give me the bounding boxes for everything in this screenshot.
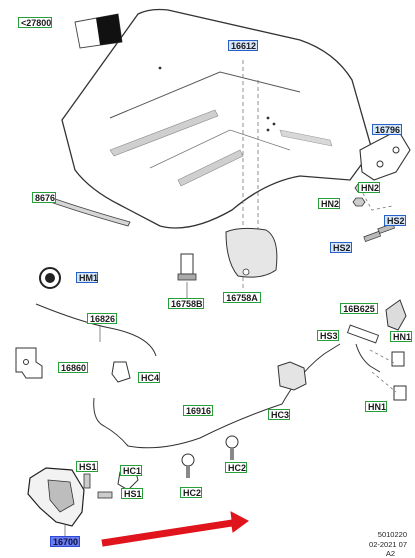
bolt-hs1 — [83, 473, 91, 489]
hinge-bolt — [392, 146, 400, 154]
red-arrow — [101, 511, 249, 547]
latch-mechanism — [47, 479, 75, 513]
label-hn1-a: HN1 — [390, 331, 412, 342]
label-16700: 16700 — [50, 536, 80, 547]
clip-hc2-stem — [186, 466, 190, 478]
label-hn1-b: HN1 — [365, 401, 387, 412]
weatherstrip — [35, 192, 131, 227]
leader-dashed — [371, 371, 397, 393]
hood-shading-strip-2 — [177, 149, 244, 187]
label-hs1-b: HS1 — [121, 488, 143, 499]
label-hc4: HC4 — [138, 372, 160, 383]
label-hc1: HC1 — [120, 465, 142, 476]
release-handle — [385, 299, 407, 331]
pad-clip — [242, 268, 250, 276]
release-cable — [35, 303, 157, 357]
release-cable-branch — [355, 343, 381, 373]
drawing-date: 02-2021 07 — [369, 540, 407, 549]
hood-hole — [266, 116, 270, 120]
hood-hole — [272, 122, 276, 126]
hinge-nut — [352, 197, 366, 207]
hood-panel — [61, 8, 373, 229]
label-27800: <27800 — [18, 17, 52, 28]
drawing-code: 5010220 — [377, 530, 407, 539]
cable-clip — [111, 361, 131, 383]
bracket-hole — [23, 359, 29, 365]
hood-shading-strip — [109, 109, 219, 157]
label-hn2-b: HN2 — [318, 198, 340, 209]
label-16796: 16796 — [372, 124, 402, 135]
release-cable-main — [93, 343, 341, 449]
hood-pad — [225, 227, 278, 278]
label-16826: 16826 — [87, 313, 117, 324]
hood-hole — [266, 128, 270, 132]
label-hc2-a: HC2 — [225, 462, 247, 473]
label-8676: 8676 — [32, 192, 56, 203]
hood-shading-strip-3 — [279, 129, 333, 147]
clip-hc2-stem — [230, 448, 234, 460]
label-hs2-a: HS2 — [384, 215, 406, 226]
label-16b625: 16B625 — [340, 303, 378, 314]
clip-hc2 — [225, 435, 239, 449]
label-16860: 16860 — [58, 362, 88, 373]
label-hs1-a: HS1 — [76, 461, 98, 472]
label-16758a: 16758A — [223, 292, 261, 303]
nut-hn1 — [393, 385, 407, 401]
label-hs3: HS3 — [317, 330, 339, 341]
bump-stop-body — [180, 253, 194, 275]
label-hn2-a: HN2 — [358, 182, 380, 193]
leader-dashed — [369, 349, 397, 365]
hood-inner-ridge — [109, 71, 301, 119]
leader-dashed — [359, 187, 393, 211]
grommet-inner — [45, 273, 55, 283]
label-hc2-b: HC2 — [180, 487, 202, 498]
label-hc3: HC3 — [268, 409, 290, 420]
bump-stop-base — [177, 273, 197, 281]
nut-hn1 — [391, 351, 405, 367]
cable-bracket — [15, 347, 43, 379]
hood-hole — [158, 66, 162, 70]
hinge-bolt — [376, 160, 384, 168]
hood-inner-ridge-2 — [149, 129, 291, 169]
clip-hc2 — [181, 453, 195, 467]
cable-bracket-hc3 — [277, 361, 307, 391]
hinge-bolt-shank — [363, 230, 381, 243]
label-16758b: 16758B — [168, 298, 204, 309]
label-hm1: HM1 — [76, 272, 98, 283]
label-16916: 16916 — [183, 405, 213, 416]
bolt-hs1 — [97, 491, 113, 499]
label-16612: 16612 — [228, 40, 258, 51]
label-sticker-shade — [96, 14, 122, 45]
release-pin — [346, 324, 380, 344]
label-hs2-b: HS2 — [330, 242, 352, 253]
drawing-revision: A2 — [385, 549, 395, 558]
